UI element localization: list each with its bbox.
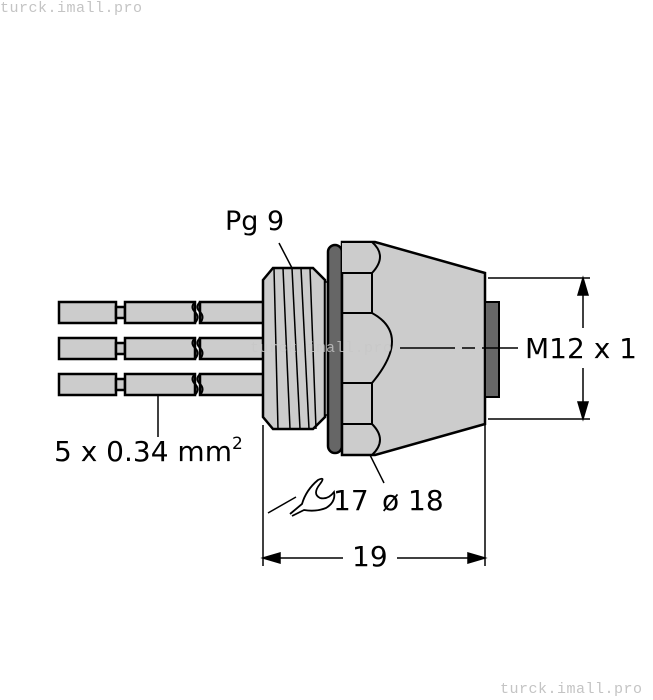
- length-dimension: [260, 424, 488, 566]
- m12-connector: [484, 301, 500, 398]
- diameter-label: ø 18: [382, 484, 444, 517]
- connector-thread-label: M12 x 1: [525, 332, 637, 365]
- watermark-top: turck.imall.pro: [0, 0, 143, 17]
- wire-spec-text: 5 x 0.34 mm: [54, 435, 232, 468]
- wire-spec-label: 5 x 0.34 mm2: [54, 434, 243, 468]
- watermark-bottom: turck.imall.pro: [500, 681, 643, 698]
- wire-break-marks: [191, 301, 204, 396]
- wrench-icon: [289, 477, 336, 517]
- watermark-center: turck.imall.pro: [250, 340, 393, 357]
- wire-spec-superscript: 2: [231, 434, 243, 454]
- wrench-size-label: 17: [333, 484, 369, 517]
- thread-label: Pg 9: [225, 206, 285, 237]
- wires: [57, 300, 266, 397]
- m12-dimension: [488, 275, 590, 422]
- leader-lines: [157, 242, 385, 514]
- length-label: 19: [352, 540, 388, 573]
